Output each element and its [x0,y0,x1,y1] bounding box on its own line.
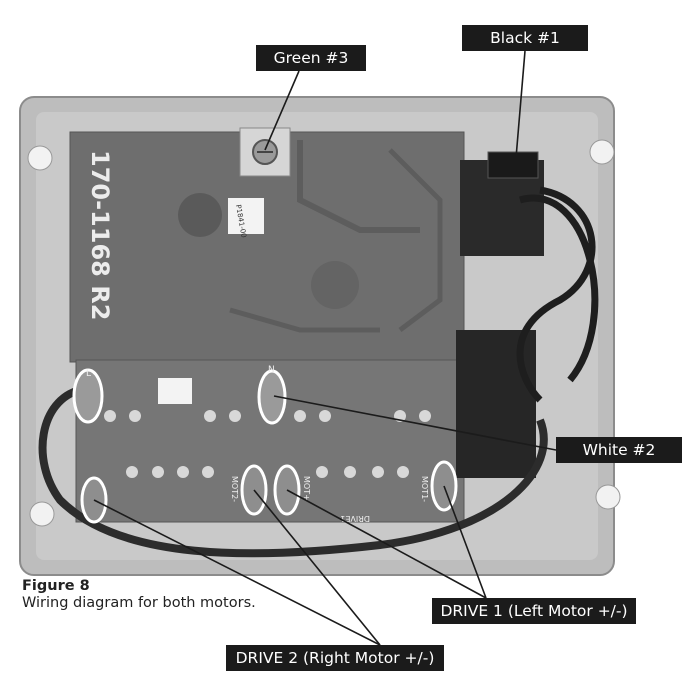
callout-drive-2: DRIVE 2 (Right Motor +/-) [226,645,444,671]
leader-black [515,50,526,159]
mark-mot1-minus: MOT1- [420,476,429,502]
mark-mot2-minus: MOT2- [230,476,239,502]
leader-lines [93,50,557,646]
mark-mot1-plus: MOT+ [302,476,311,501]
board-trace [388,148,443,332]
leader-drive2-a [93,499,381,646]
figure-caption: Figure 8 Wiring diagram for both motors. [22,578,256,611]
board-silkscreen: 170-1168 R2 [86,150,114,320]
mounting-hole [595,484,621,510]
board-trace [229,307,380,333]
caption-title: Figure 8 [22,578,90,594]
board-trace [297,140,420,233]
leader-drive1-b [443,485,487,599]
leader-green [264,70,300,151]
white-wire [38,386,548,558]
callout-black-1: Black #1 [462,25,588,51]
board-pad-cluster [311,261,359,309]
mark-drive1: DRIVE1 [340,514,370,523]
terminal-row-top [104,410,431,422]
board-sticker [228,198,264,234]
leader-drive1-a [286,489,487,599]
leader-white [273,395,557,451]
terminal-row-bottom [126,466,409,478]
terminal-l [72,368,104,424]
leader-drive2-b [253,489,381,646]
mounting-hole [29,501,55,527]
terminal-n-white [257,369,287,425]
black-connector-head [487,151,539,179]
mark-n: N [268,365,275,375]
mark-l: L [86,369,91,379]
callout-green-3: Green #3 [256,45,366,71]
black-wire [516,186,596,403]
board-sticker [158,378,192,404]
caption-text: Wiring diagram for both motors. [22,595,256,611]
white-connector [456,330,536,478]
callout-white-2: White #2 [556,437,682,463]
mounting-hole [589,139,615,165]
callout-drive-1: DRIVE 1 (Left Motor +/-) [432,598,636,624]
board-pad-cluster [178,193,222,237]
mounting-hole [27,145,53,171]
black-wire [519,194,599,383]
